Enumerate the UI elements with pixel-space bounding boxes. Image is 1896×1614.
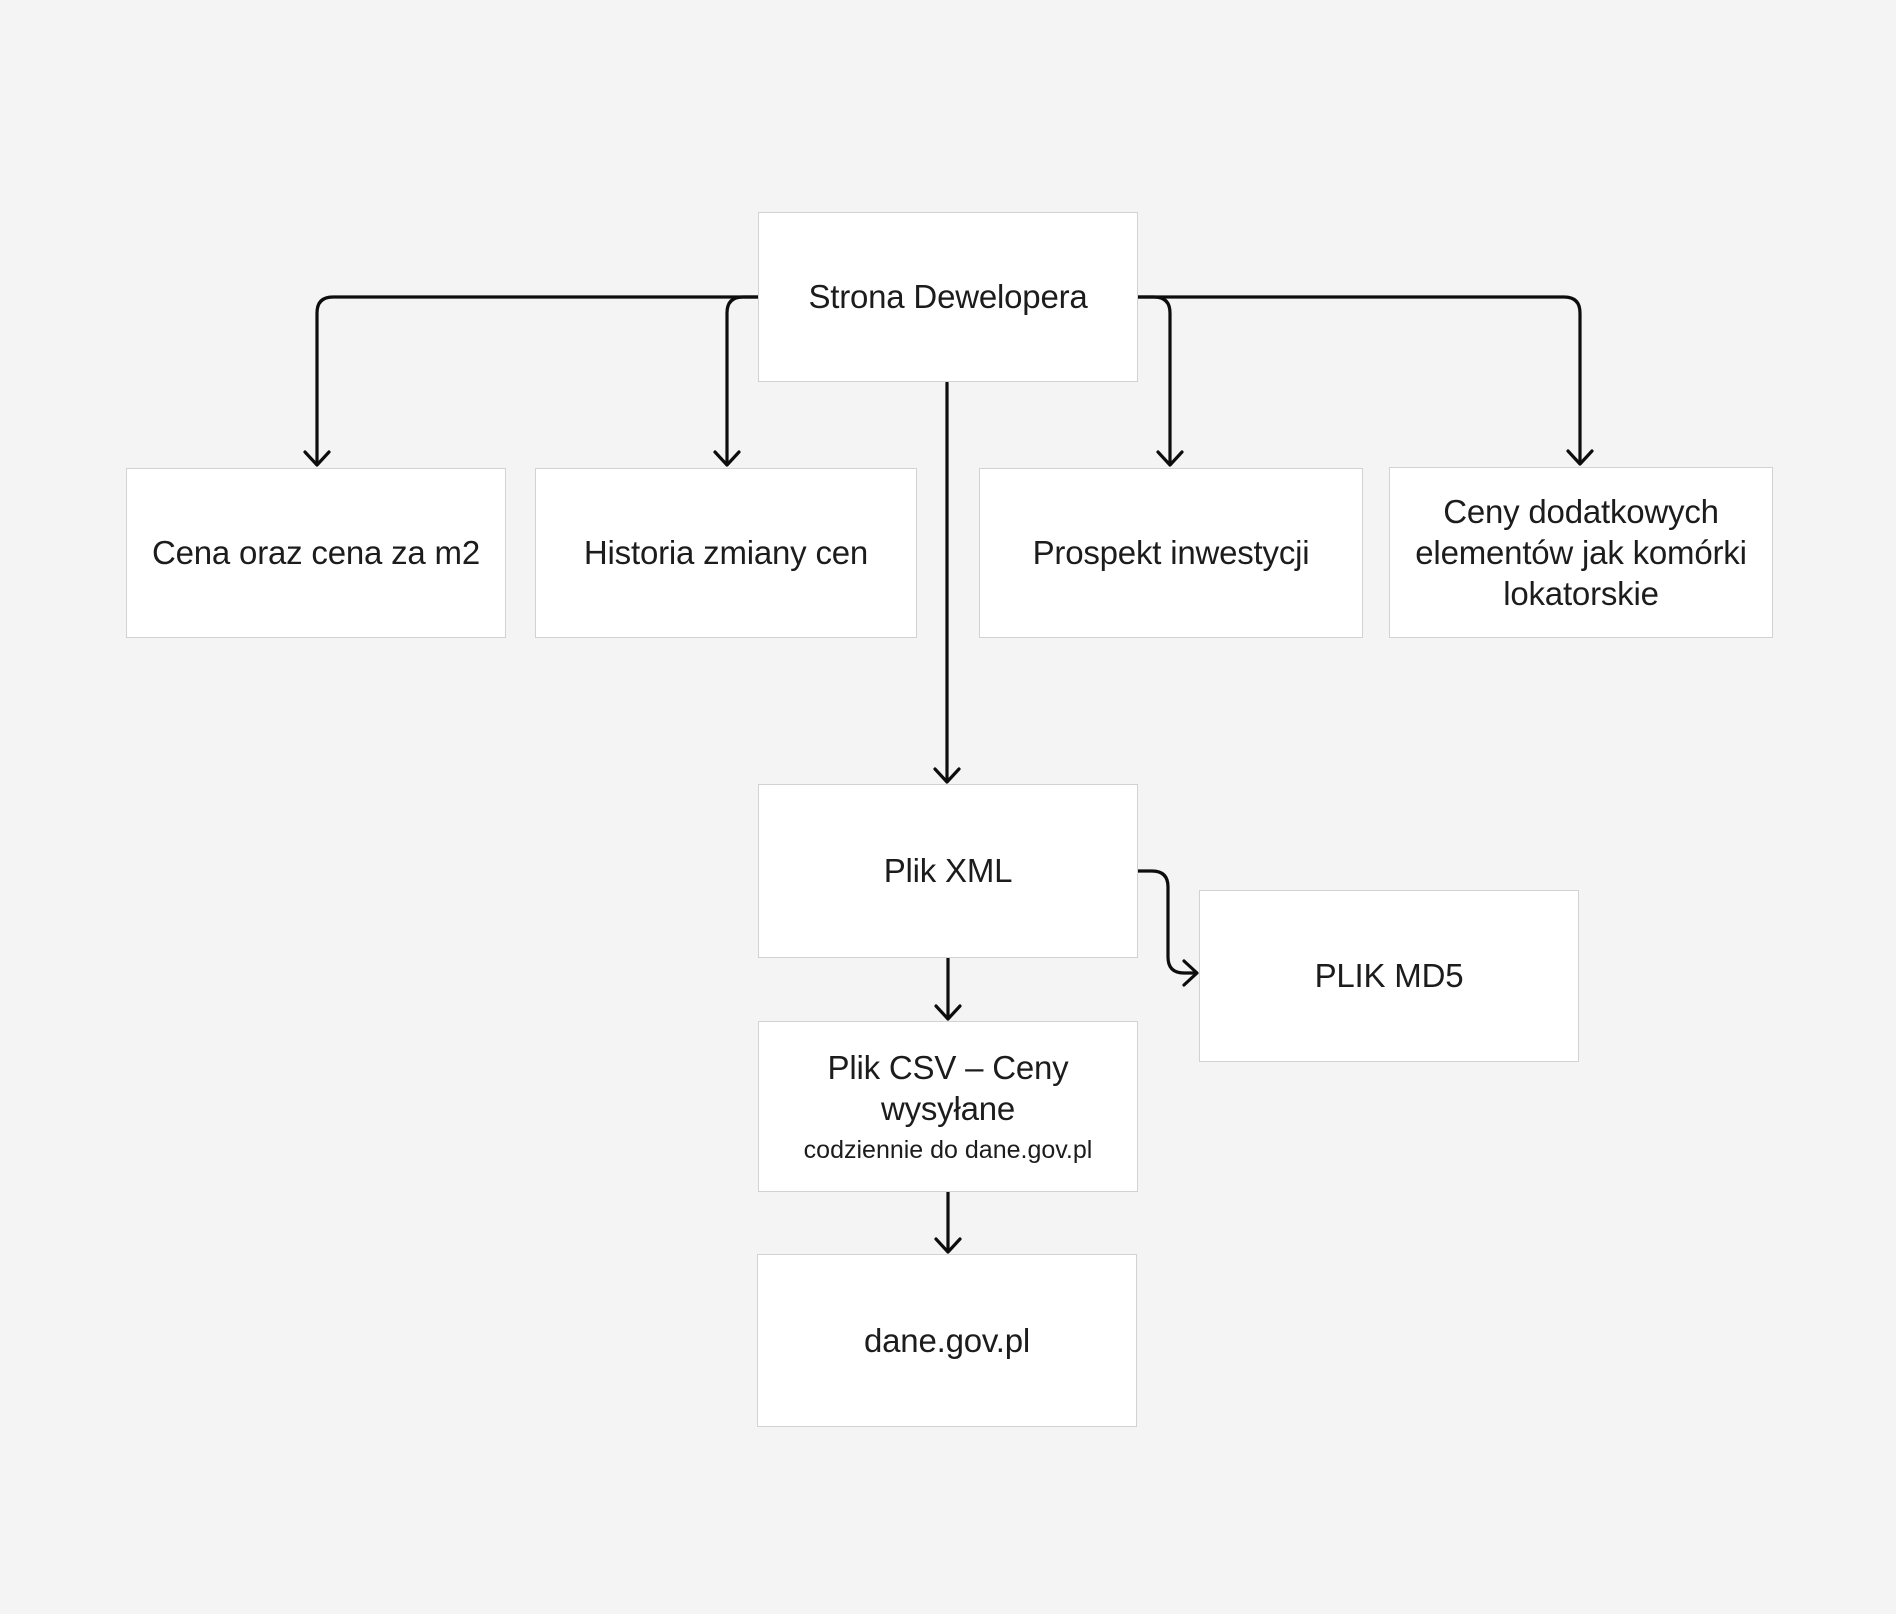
node-label: Strona Dewelopera: [808, 278, 1088, 316]
arrowhead-down-icon: [713, 450, 741, 467]
node-cena-oraz-cena-za-m2: Cena oraz cena za m2: [126, 468, 506, 638]
node-ceny-dodatkowych-elementow: Ceny dodatkowych elementów jak komórki l…: [1389, 467, 1773, 638]
arrowhead-down-icon: [934, 1237, 962, 1254]
edge-root-to-plik-xml: [933, 381, 961, 784]
arrowhead-down-icon: [1566, 449, 1594, 466]
node-label: Cena oraz cena za m2: [151, 534, 480, 572]
node-label: dane.gov.pl: [864, 1321, 1030, 1359]
edge-root-to-ceny-dodatkowe: [1136, 295, 1594, 466]
node-dane-gov-pl: dane.gov.pl: [757, 1254, 1137, 1427]
node-plik-csv: Plik CSV – Ceny wysyłane codziennie do d…: [758, 1021, 1138, 1192]
node-historia-zmiany-cen: Historia zmiany cen: [535, 468, 917, 638]
edge-root-to-prospekt: [1136, 295, 1184, 467]
node-label: Plik XML: [883, 852, 1013, 890]
node-plik-xml: Plik XML: [758, 784, 1138, 958]
edge-root-to-cena: [303, 295, 760, 467]
arrowhead-down-icon: [933, 767, 961, 784]
node-sublabel: codziennie do dane.gov.pl: [803, 1135, 1093, 1164]
node-label: PLIK MD5: [1314, 957, 1464, 995]
node-label: Historia zmiany cen: [583, 534, 869, 572]
edge-root-to-historia: [713, 295, 760, 467]
edge-plik-xml-to-plik-csv: [934, 956, 962, 1021]
node-label: Ceny dodatkowych elementów jak komórki l…: [1415, 492, 1747, 613]
node-strona-dewelopera: Strona Dewelopera: [758, 212, 1138, 382]
arrowhead-down-icon: [934, 1004, 962, 1021]
node-plik-md5: PLIK MD5: [1199, 890, 1579, 1062]
edge-plik-xml-to-plik-md5: [1136, 869, 1199, 987]
edge-plik-csv-to-dane-gov: [934, 1190, 962, 1254]
arrowhead-down-icon: [1156, 450, 1184, 467]
node-prospekt-inwestycji: Prospekt inwestycji: [979, 468, 1363, 638]
node-label: Plik CSV – Ceny wysyłane: [827, 1049, 1069, 1128]
node-label: Prospekt inwestycji: [1032, 534, 1310, 572]
arrowhead-right-icon: [1182, 959, 1199, 987]
arrowhead-down-icon: [303, 450, 331, 467]
